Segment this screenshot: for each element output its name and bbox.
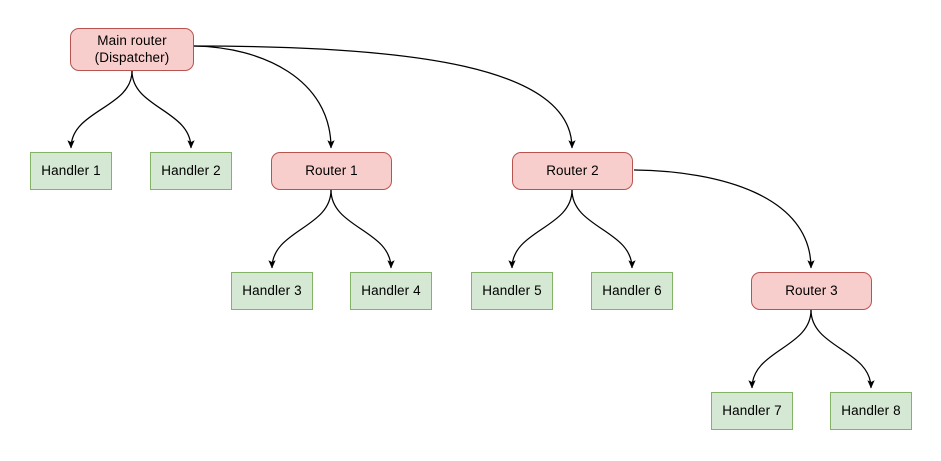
node-handler-7[interactable]: Handler 7	[711, 392, 793, 430]
node-handler-2[interactable]: Handler 2	[150, 152, 232, 190]
edge-router-3-to-handler-8	[810, 309, 875, 389]
edge-router-2-to-handler-5	[508, 189, 573, 269]
node-handler-4[interactable]: Handler 4	[350, 272, 432, 310]
edge-router-2-to-router-3	[633, 169, 815, 269]
node-router-1[interactable]: Router 1	[271, 152, 392, 190]
node-handler-8[interactable]: Handler 8	[830, 392, 912, 430]
edge-router-2-to-handler-6	[571, 189, 636, 269]
edge-main-router-to-handler-2	[131, 70, 195, 149]
edge-router-3-to-handler-7	[748, 309, 812, 389]
edges-group	[67, 45, 875, 389]
node-handler-3[interactable]: Handler 3	[231, 272, 313, 310]
edge-main-router-to-router-2	[193, 45, 576, 149]
edge-router-1-to-handler-4	[330, 189, 395, 269]
node-handler-5[interactable]: Handler 5	[471, 272, 553, 310]
node-handler-1[interactable]: Handler 1	[30, 152, 112, 190]
edge-main-router-to-handler-1	[67, 70, 133, 149]
edge-router-1-to-handler-3	[268, 189, 332, 269]
node-handler-6[interactable]: Handler 6	[591, 272, 673, 310]
edge-main-router-to-router-1	[193, 45, 335, 149]
node-main-router[interactable]: Main router (Dispatcher)	[70, 28, 194, 71]
node-router-3[interactable]: Router 3	[751, 272, 872, 310]
node-router-2[interactable]: Router 2	[512, 152, 633, 190]
